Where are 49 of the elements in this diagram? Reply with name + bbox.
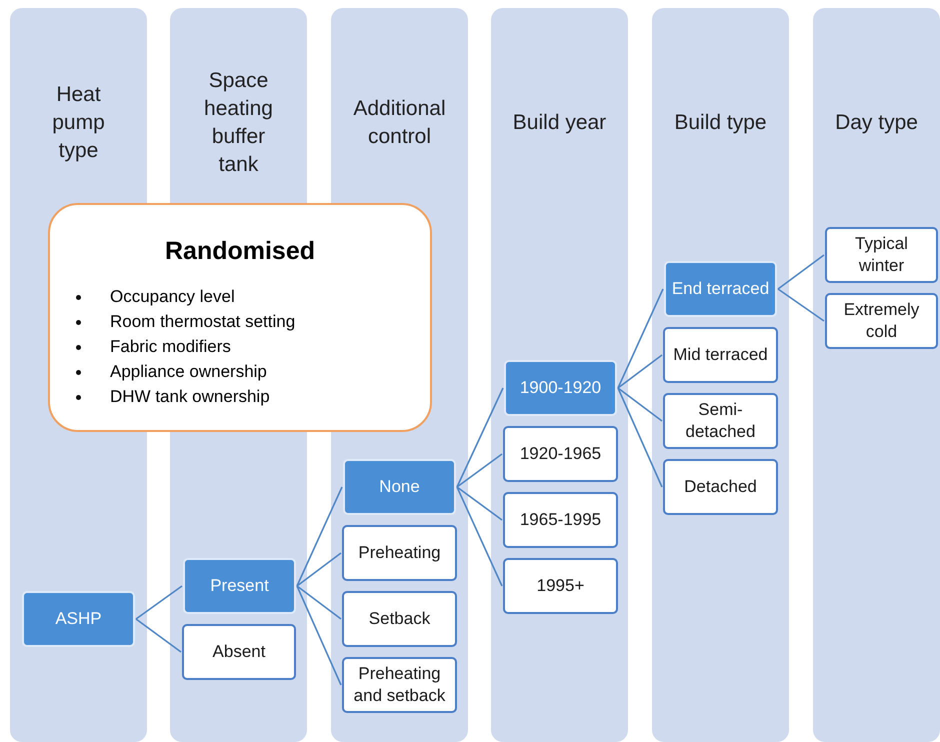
option-box: Mid terraced: [663, 327, 778, 383]
connector-line: [778, 254, 824, 290]
option-box: 1920-1965: [503, 426, 618, 482]
connector-line: [296, 585, 342, 620]
column-band: [652, 8, 789, 742]
option-box: Preheating: [342, 525, 457, 581]
list-item: Room thermostat setting: [110, 312, 296, 332]
column-heading: Heat pump type: [51, 82, 106, 164]
note-card-overlay: [48, 203, 432, 432]
list-item: DHW tank ownership: [110, 387, 270, 407]
option-box: Typical winter: [825, 227, 938, 283]
list-item: Appliance ownership: [110, 362, 267, 382]
option-box: Preheating and setback: [342, 657, 457, 713]
connector-line: [136, 618, 182, 653]
connector-line: [296, 586, 342, 686]
selected-option-box: None: [343, 459, 456, 515]
connector-line: [456, 388, 504, 488]
connector-line: [617, 388, 663, 488]
option-box: 1995+: [503, 558, 618, 614]
connector-line: [136, 585, 182, 620]
card-title: Randomised: [164, 237, 316, 266]
column-heading: Build type: [674, 110, 767, 136]
column-heading: Day type: [835, 110, 918, 136]
column-band: [491, 8, 628, 742]
connector-line: [296, 486, 343, 586]
list-item: Occupancy level: [110, 287, 235, 307]
connector-line: [617, 288, 664, 388]
connector-line: [456, 486, 503, 586]
option-box: Setback: [342, 591, 457, 647]
selected-option-box: End terraced: [664, 261, 777, 317]
column-heading: Space heating buffer tank: [203, 68, 274, 178]
connector-line: [456, 486, 502, 521]
connector-line: [618, 354, 662, 389]
connector-line: [618, 387, 662, 422]
list-item: Fabric modifiers: [110, 337, 231, 357]
column-heading: Additional control: [352, 96, 447, 150]
connector-line: [296, 552, 342, 587]
option-box: Detached: [663, 459, 778, 515]
column-band: [813, 8, 940, 742]
option-box: Semi-detached: [663, 393, 778, 449]
selected-option-box: Present: [183, 558, 296, 614]
column-heading: Build year: [512, 110, 606, 136]
selected-option-box: ASHP: [22, 591, 135, 647]
option-box: Absent: [182, 624, 296, 680]
connector-line: [778, 288, 824, 322]
option-box: Extremely cold: [825, 293, 938, 349]
connector-line: [456, 453, 502, 488]
option-box: 1965-1995: [503, 492, 618, 548]
selected-option-box: 1900-1920: [504, 360, 617, 416]
